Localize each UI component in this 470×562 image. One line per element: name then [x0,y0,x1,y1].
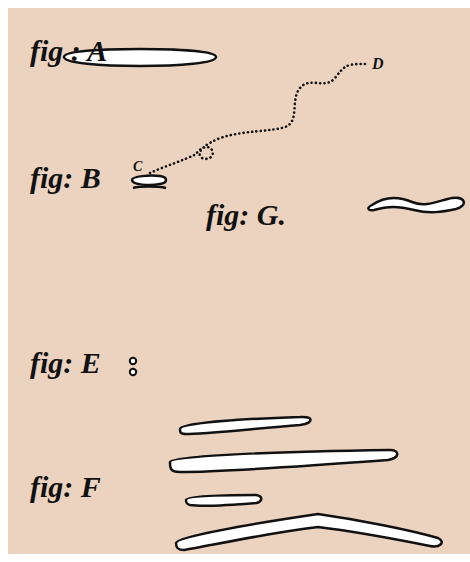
figure-label: fig: B [30,163,101,193]
figure-label: fig: F [30,472,101,502]
figure-label: fig: E [30,348,101,378]
figure-label: fig: G. [206,200,286,230]
point-label: D [372,56,384,72]
rod-b [132,176,166,185]
coccus [130,358,136,364]
coccus [130,369,136,375]
point-label: C [133,160,142,174]
rod-f [186,495,261,506]
figure-label: fig : A [30,36,107,66]
rod-f [170,450,397,472]
rod-f-bent [176,514,442,550]
rod-b-edge [133,187,166,189]
motion-track [150,64,368,173]
rod-g [368,198,464,213]
rod-f [180,417,311,434]
